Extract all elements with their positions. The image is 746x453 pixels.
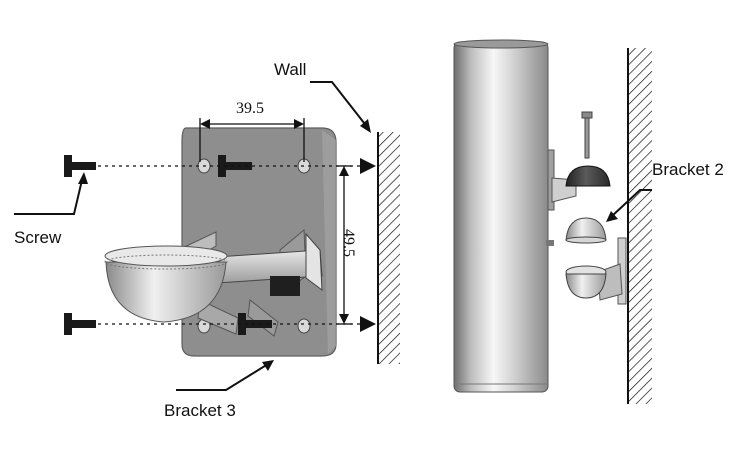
bracket3-label: Bracket 3 — [164, 401, 236, 420]
screw-path-bottom — [98, 316, 376, 332]
bracket-lower — [565, 237, 627, 305]
threaded-rod — [581, 111, 593, 159]
speaker-cylinder — [453, 39, 555, 393]
screw-icon — [64, 313, 96, 335]
bracket2-label: Bracket 2 — [652, 160, 724, 179]
dimension-width — [199, 118, 305, 162]
screw-callout-arrow — [14, 172, 88, 215]
wall-left — [377, 132, 400, 364]
dimension-height-label: 49.5 — [340, 229, 357, 257]
screw-path-top — [98, 158, 376, 174]
dimension-height — [336, 165, 352, 325]
wall-label: Wall — [274, 60, 307, 79]
bracket2-callout-arrow — [606, 189, 652, 222]
dimension-width-label: 39.5 — [236, 100, 264, 117]
wall-right — [627, 48, 652, 404]
bracket3-dome — [104, 245, 228, 323]
bracket3-callout-arrow — [176, 360, 274, 391]
screw-icon — [218, 155, 252, 177]
plate-hole — [297, 318, 311, 334]
bracket2-dome — [565, 217, 607, 244]
wall-callout-arrow — [310, 81, 371, 133]
bracket2-dome-dark — [565, 165, 611, 187]
bracket3-arm — [177, 228, 323, 337]
screw-label: Screw — [14, 228, 62, 247]
screw-icon — [64, 155, 96, 177]
